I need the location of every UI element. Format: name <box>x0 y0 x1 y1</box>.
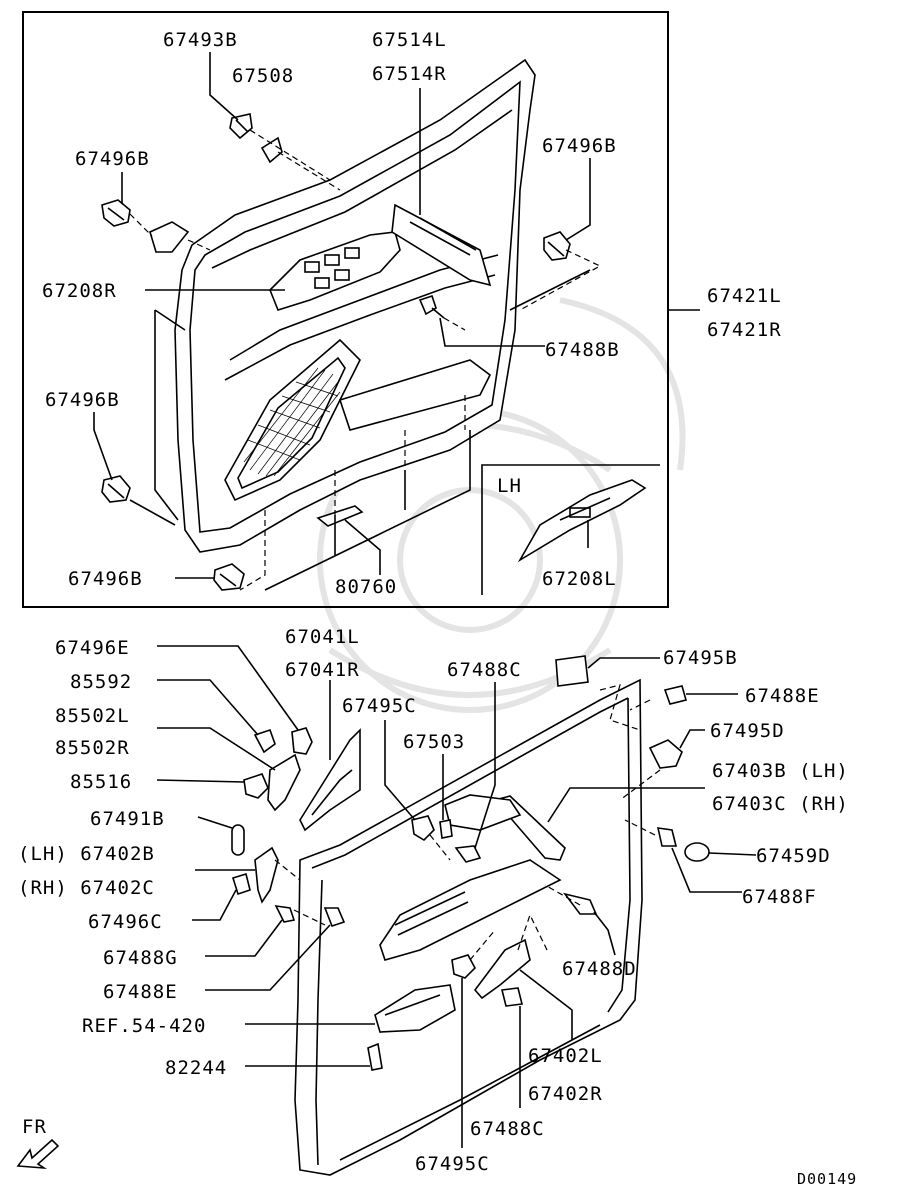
label-67508: 67508 <box>232 65 294 87</box>
label-67495D: 67495D <box>710 720 785 742</box>
door-inner-panel-lower <box>294 678 643 1176</box>
upper-solid-guides <box>129 269 591 591</box>
cover-80760 <box>316 505 364 527</box>
label-85502L: 85502L <box>55 705 130 727</box>
clip-67495C-b <box>451 954 476 979</box>
label-67488B: 67488B <box>545 339 620 361</box>
label-67208R: 67208R <box>42 280 117 302</box>
label-80760: 80760 <box>335 576 397 598</box>
clip-67495B <box>555 655 589 687</box>
label-67488E-a: 67488E <box>103 981 178 1003</box>
clip-67508 <box>260 136 283 164</box>
door-trim-panel-upper <box>174 58 536 553</box>
label-67514L: 67514L <box>372 29 447 51</box>
clip-67496B-a <box>101 199 131 227</box>
label-67459D: 67459D <box>756 845 831 867</box>
label-67495C-b: 67495C <box>415 1153 490 1175</box>
screw-67503 <box>439 819 453 839</box>
part-85516 <box>243 773 269 799</box>
label-67402C: (RH) 67402C <box>18 877 155 899</box>
lower-leaders <box>156 645 757 1148</box>
bracket-67402LR <box>473 938 531 1000</box>
handle-67041 <box>299 728 361 832</box>
screw-67488E-a <box>323 907 346 927</box>
clip-67496C <box>231 872 251 896</box>
clip-85592 <box>253 728 276 754</box>
label-REF-54-420: REF.54-420 <box>82 1015 206 1037</box>
label-67402B: (LH) 67402B <box>18 843 155 865</box>
label-67403C: 67403C (RH) <box>712 793 849 815</box>
label-85502R: 85502R <box>55 737 130 759</box>
label-67208L: 67208L <box>542 568 617 590</box>
bracket-67208R <box>149 221 190 253</box>
clip-67496E <box>291 727 313 755</box>
inset-title: LH <box>497 475 522 497</box>
label-67496B-c: 67496B <box>45 389 120 411</box>
label-67421R: 67421R <box>707 319 782 341</box>
screw-67488C-b <box>501 987 523 1007</box>
label-67488C-a: 67488C <box>447 659 522 681</box>
lh-inset <box>481 464 660 595</box>
label-67495C-a: 67495C <box>342 695 417 717</box>
label-82244: 82244 <box>165 1057 227 1079</box>
label-67493B: 67493B <box>163 29 238 51</box>
clip-67495C-a <box>411 815 435 842</box>
label-67421L: 67421L <box>707 285 782 307</box>
bracket-85502 <box>267 753 301 812</box>
clip-67493B <box>229 113 253 140</box>
bracket-67402BC <box>254 846 279 904</box>
label-67496B-b: 67496B <box>542 135 617 157</box>
label-67491B: 67491B <box>90 808 165 830</box>
label-85592: 85592 <box>70 671 132 693</box>
upper-leaders <box>93 52 700 579</box>
label-67495B: 67495B <box>663 647 738 669</box>
upper-dashed-lines <box>129 129 602 591</box>
label-67403B: 67403B (LH) <box>712 760 849 782</box>
screw-82244 <box>367 1042 383 1071</box>
label-67496B-a: 67496B <box>75 148 150 170</box>
screw-67488B <box>418 294 445 319</box>
speaker-grille <box>243 367 341 477</box>
clip-67496B-c <box>101 475 131 503</box>
label-67496E: 67496E <box>55 637 130 659</box>
front-direction-arrow-icon <box>16 1138 60 1170</box>
screw-67488E-b <box>663 685 687 705</box>
label-67488C-b: 67488C <box>470 1118 545 1140</box>
lower-dashed-lines <box>274 684 661 961</box>
label-67402R: 67402R <box>528 1083 603 1105</box>
label-67488F: 67488F <box>742 886 817 908</box>
switch-panel-REF54-420 <box>374 984 456 1033</box>
label-67041R: 67041R <box>285 659 360 681</box>
label-67402L: 67402L <box>528 1045 603 1067</box>
label-85516: 85516 <box>70 771 132 793</box>
plug-67459D <box>684 842 710 862</box>
screw-67488G <box>274 904 296 923</box>
direction-label: FR <box>22 1116 47 1138</box>
label-67488E-b: 67488E <box>745 685 820 707</box>
screw-67488C-a <box>454 845 482 863</box>
screw-67488F <box>656 827 678 847</box>
clip-67496B-d <box>213 563 245 591</box>
label-67488G: 67488G <box>103 947 178 969</box>
clip-67496B-b <box>543 231 571 261</box>
switch-bezel-buttons <box>304 247 360 289</box>
drawing-code: D00149 <box>797 1170 857 1187</box>
clip-67495D <box>648 739 683 769</box>
label-67514R: 67514R <box>372 63 447 85</box>
label-67503: 67503 <box>403 731 465 753</box>
label-67488D: 67488D <box>562 958 637 980</box>
label-67496B-d: 67496B <box>68 568 143 590</box>
label-67041L: 67041L <box>285 626 360 648</box>
ring-67491B <box>231 824 245 856</box>
label-67496C: 67496C <box>88 911 163 933</box>
